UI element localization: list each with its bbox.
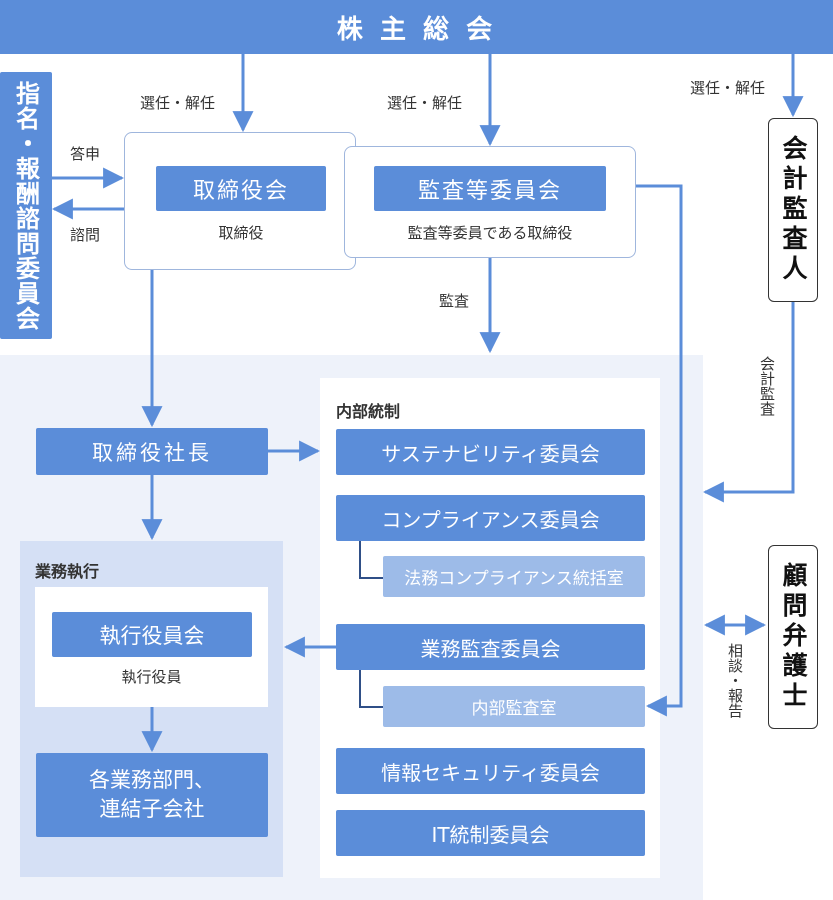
legal-compliance-office-label: 法務コンプライアンス統括室 xyxy=(404,569,624,589)
shareholders-meeting: 株 主 総 会 xyxy=(0,0,833,54)
edge-label-audit: 監査 xyxy=(439,292,470,310)
internal-control-heading: 内部統制 xyxy=(336,402,401,421)
president: 取締役社長 xyxy=(36,428,268,475)
business-audit-committee-label: 業務監査委員会 xyxy=(420,636,561,661)
edge-label-accounting-audit: 会計監査 xyxy=(758,356,776,416)
legal-compliance-office: 法務コンプライアンス統括室 xyxy=(383,556,645,597)
internal-audit-office-label: 内部監査室 xyxy=(471,699,557,719)
audit-committee-subtitle: 監査等委員である取締役 xyxy=(407,224,573,242)
departments-line1: 各業務部門、 xyxy=(89,767,215,792)
business-audit-committee: 業務監査委員会 xyxy=(336,624,645,670)
nomination-remuneration-committee: 指名・報酬諮問委員会 xyxy=(0,72,52,339)
nomination-committee-label: 指名・報酬諮問委員会 xyxy=(11,80,40,331)
edge-label-consult-report: 相談・報告 xyxy=(726,643,744,718)
executive-officers-committee-title: 執行役員会 xyxy=(99,623,205,648)
information-security-committee: 情報セキュリティ委員会 xyxy=(336,748,645,794)
audit-committee-title: 監査等委員会 xyxy=(417,178,562,204)
board-title: 取締役会 xyxy=(192,178,289,204)
executive-officers-subtitle: 執行役員 xyxy=(121,668,182,686)
compliance-committee-label: コンプライアンス委員会 xyxy=(381,507,600,532)
sustainability-committee: サステナビリティ委員会 xyxy=(336,429,645,475)
accounting-auditor-label: 会計監査人 xyxy=(779,135,808,285)
shareholders-meeting-label: 株 主 総 会 xyxy=(336,14,497,45)
information-security-committee-label: 情報セキュリティ委員会 xyxy=(381,760,600,785)
edge-label-elect-audit: 選任・解任 xyxy=(387,94,463,112)
legal-counsel-label: 顧問弁護士 xyxy=(779,562,808,712)
board-of-directors: 取締役会 xyxy=(156,166,326,211)
it-control-committee: IT統制委員会 xyxy=(336,810,645,856)
accounting-auditor: 会計監査人 xyxy=(768,118,818,302)
board-subtitle: 取締役 xyxy=(218,224,264,242)
edge-label-report: 答申 xyxy=(70,145,101,163)
execution-heading: 業務執行 xyxy=(35,562,100,581)
sustainability-committee-label: サステナビリティ委員会 xyxy=(381,441,600,466)
audit-supervisory-committee: 監査等委員会 xyxy=(374,166,606,211)
departments-subsidiaries: 各業務部門、 連結子会社 xyxy=(36,753,268,837)
executive-officers-committee: 執行役員会 xyxy=(52,612,252,657)
edge-label-consult: 諮問 xyxy=(70,226,101,244)
departments-line2: 連結子会社 xyxy=(99,797,205,821)
internal-audit-office: 内部監査室 xyxy=(383,686,645,727)
compliance-committee: コンプライアンス委員会 xyxy=(336,495,645,541)
edge-label-elect-board: 選任・解任 xyxy=(140,94,216,112)
president-label: 取締役社長 xyxy=(92,440,212,465)
it-control-committee-label: IT統制委員会 xyxy=(431,822,550,847)
edge-label-elect-auditor: 選任・解任 xyxy=(690,79,766,97)
legal-counsel: 顧問弁護士 xyxy=(768,545,818,729)
